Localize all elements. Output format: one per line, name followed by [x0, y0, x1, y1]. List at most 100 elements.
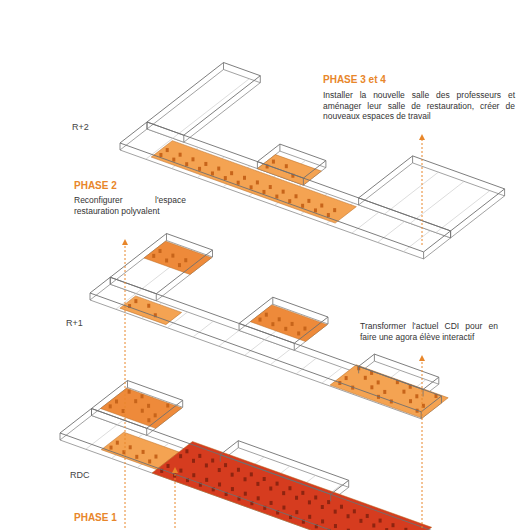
furniture: [179, 153, 182, 157]
furniture: [334, 510, 337, 514]
wall-edge: [328, 317, 329, 324]
wall-edge: [238, 441, 239, 448]
furniture: [263, 477, 266, 481]
furniture: [198, 454, 201, 458]
furniture: [320, 204, 323, 208]
wall-top: [220, 441, 348, 495]
wall-top: [90, 277, 441, 412]
furniture: [166, 148, 169, 152]
furniture: [154, 413, 157, 417]
wall-edge: [156, 294, 157, 301]
furniture: [147, 418, 150, 422]
furniture: [366, 514, 369, 518]
wall-edge: [147, 122, 148, 129]
wall-edge: [441, 396, 442, 403]
furniture: [250, 185, 253, 189]
furniture: [314, 208, 317, 212]
wall-edge: [279, 144, 280, 151]
wall-edge: [257, 162, 258, 169]
furniture: [191, 157, 194, 161]
furniture: [256, 180, 259, 184]
furniture: [295, 194, 298, 198]
furniture: [147, 404, 150, 408]
wall-edge: [239, 323, 240, 330]
furniture: [244, 492, 247, 496]
furniture: [231, 473, 234, 477]
furniture: [272, 160, 275, 164]
furniture: [218, 482, 221, 486]
partition-wall: [173, 79, 250, 139]
floor-label: R+2: [72, 122, 89, 133]
wall-edge: [358, 198, 359, 205]
wall-edge: [303, 178, 304, 185]
furniture: [142, 450, 145, 454]
furniture: [301, 204, 304, 208]
furniture: [224, 176, 227, 180]
furniture: [237, 468, 240, 472]
furniture: [269, 487, 272, 491]
furniture: [269, 185, 272, 189]
furniture: [115, 399, 118, 403]
furniture: [110, 446, 113, 450]
furniture: [185, 449, 188, 453]
wall-edge: [374, 354, 375, 361]
furniture: [402, 390, 405, 394]
furniture: [237, 181, 240, 185]
phase-zone: [330, 365, 448, 418]
furniture: [282, 491, 285, 495]
wall-edge: [120, 143, 121, 150]
wall-edge: [212, 250, 213, 257]
wall-top: [239, 297, 328, 343]
wall-edge: [294, 343, 295, 350]
furniture: [291, 322, 294, 326]
floor-label: R+1: [66, 318, 83, 329]
furniture: [230, 171, 233, 175]
furniture: [231, 487, 234, 491]
phase-zone: [257, 155, 321, 186]
furniture: [192, 473, 195, 477]
furniture: [141, 394, 144, 398]
furniture: [171, 254, 174, 258]
furniture: [262, 190, 265, 194]
furniture: [415, 394, 418, 398]
furniture: [359, 519, 362, 523]
furniture: [184, 258, 187, 262]
wall-edge: [348, 480, 349, 487]
furniture: [122, 409, 125, 413]
phase-note: Reconfigurer l'espace restauration polyv…: [72, 194, 188, 217]
phase-title: PHASE 1: [74, 512, 117, 525]
furniture: [334, 524, 337, 528]
furniture: [372, 523, 375, 527]
leader-line: [175, 470, 176, 528]
furniture: [340, 505, 343, 509]
wall-edge: [450, 231, 451, 238]
partition-wall: [352, 212, 379, 233]
leader-line: [422, 137, 423, 245]
phase-note: Installer la nouvelle salle des professe…: [321, 89, 517, 123]
furniture: [370, 385, 373, 389]
phase-zone: [101, 388, 182, 428]
phase-zone: [250, 305, 327, 342]
wall-edge: [91, 409, 92, 416]
wall-edge: [358, 366, 359, 373]
wall-top: [147, 63, 260, 136]
furniture: [129, 445, 132, 449]
wall-edge: [330, 494, 331, 501]
furniture: [284, 327, 287, 331]
furniture: [218, 468, 221, 472]
furniture: [243, 176, 246, 180]
wall-edge: [220, 455, 221, 462]
furniture: [244, 477, 247, 481]
wall-edge: [412, 156, 413, 163]
furniture: [259, 318, 262, 322]
floor-slab: [147, 70, 260, 143]
wall-top: [92, 381, 183, 429]
furniture: [159, 249, 162, 253]
wall-edge: [450, 231, 451, 238]
furniture: [385, 528, 388, 530]
furniture: [178, 263, 181, 267]
furniture: [347, 529, 350, 530]
wall-edge: [147, 122, 148, 129]
furniture: [353, 509, 356, 513]
